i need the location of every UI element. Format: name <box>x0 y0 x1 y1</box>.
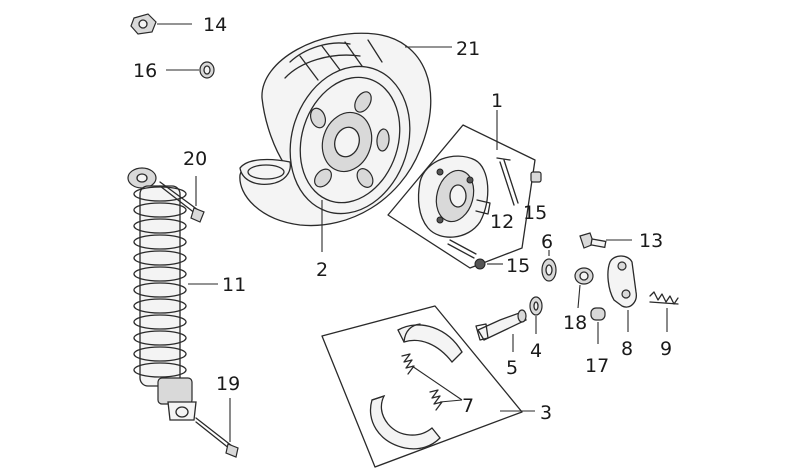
part-6-washer <box>541 250 557 282</box>
part-16-washer <box>166 61 215 79</box>
part-7-springs <box>401 353 463 411</box>
label-4: 4 <box>530 340 542 362</box>
label-7: 7 <box>462 395 474 417</box>
part-17-pin <box>590 307 606 344</box>
label-13: 13 <box>639 230 663 252</box>
part-18-bushing <box>574 267 594 309</box>
label-14: 14 <box>203 14 227 36</box>
label-15-lower: 15 <box>506 255 530 277</box>
label-5: 5 <box>506 357 518 379</box>
label-8: 8 <box>621 338 633 360</box>
part-12-pin <box>496 157 519 206</box>
part-1-hub-assembly <box>387 110 536 269</box>
label-11: 11 <box>222 274 246 296</box>
label-2: 2 <box>316 259 328 281</box>
label-20: 20 <box>183 148 207 170</box>
part-11-shock-absorber <box>127 167 218 421</box>
part-3-brake-shoe-set <box>321 305 535 468</box>
label-16: 16 <box>133 60 157 82</box>
label-21: 21 <box>456 38 480 60</box>
part-5-brake-cam <box>475 309 527 352</box>
label-1: 1 <box>491 90 503 112</box>
label-19: 19 <box>216 373 240 395</box>
part-14-nut <box>130 13 192 35</box>
label-12: 12 <box>490 211 514 233</box>
part-15-upper-nut <box>530 171 542 183</box>
label-17: 17 <box>585 355 609 377</box>
part-19-bolt <box>195 398 239 458</box>
label-3: 3 <box>540 402 552 424</box>
part-9-spring <box>649 291 679 332</box>
part-20-bolt <box>159 176 205 223</box>
part-8-brake-arm <box>607 255 637 332</box>
part-13-bolt <box>579 232 632 249</box>
part-4-washer <box>529 296 543 334</box>
part-2-wheel-rim <box>289 65 411 252</box>
label-6: 6 <box>541 231 553 253</box>
label-9: 9 <box>660 338 672 360</box>
label-18: 18 <box>563 312 587 334</box>
label-15-upper: 15 <box>523 202 547 224</box>
part-15-lower-nut <box>474 258 503 270</box>
